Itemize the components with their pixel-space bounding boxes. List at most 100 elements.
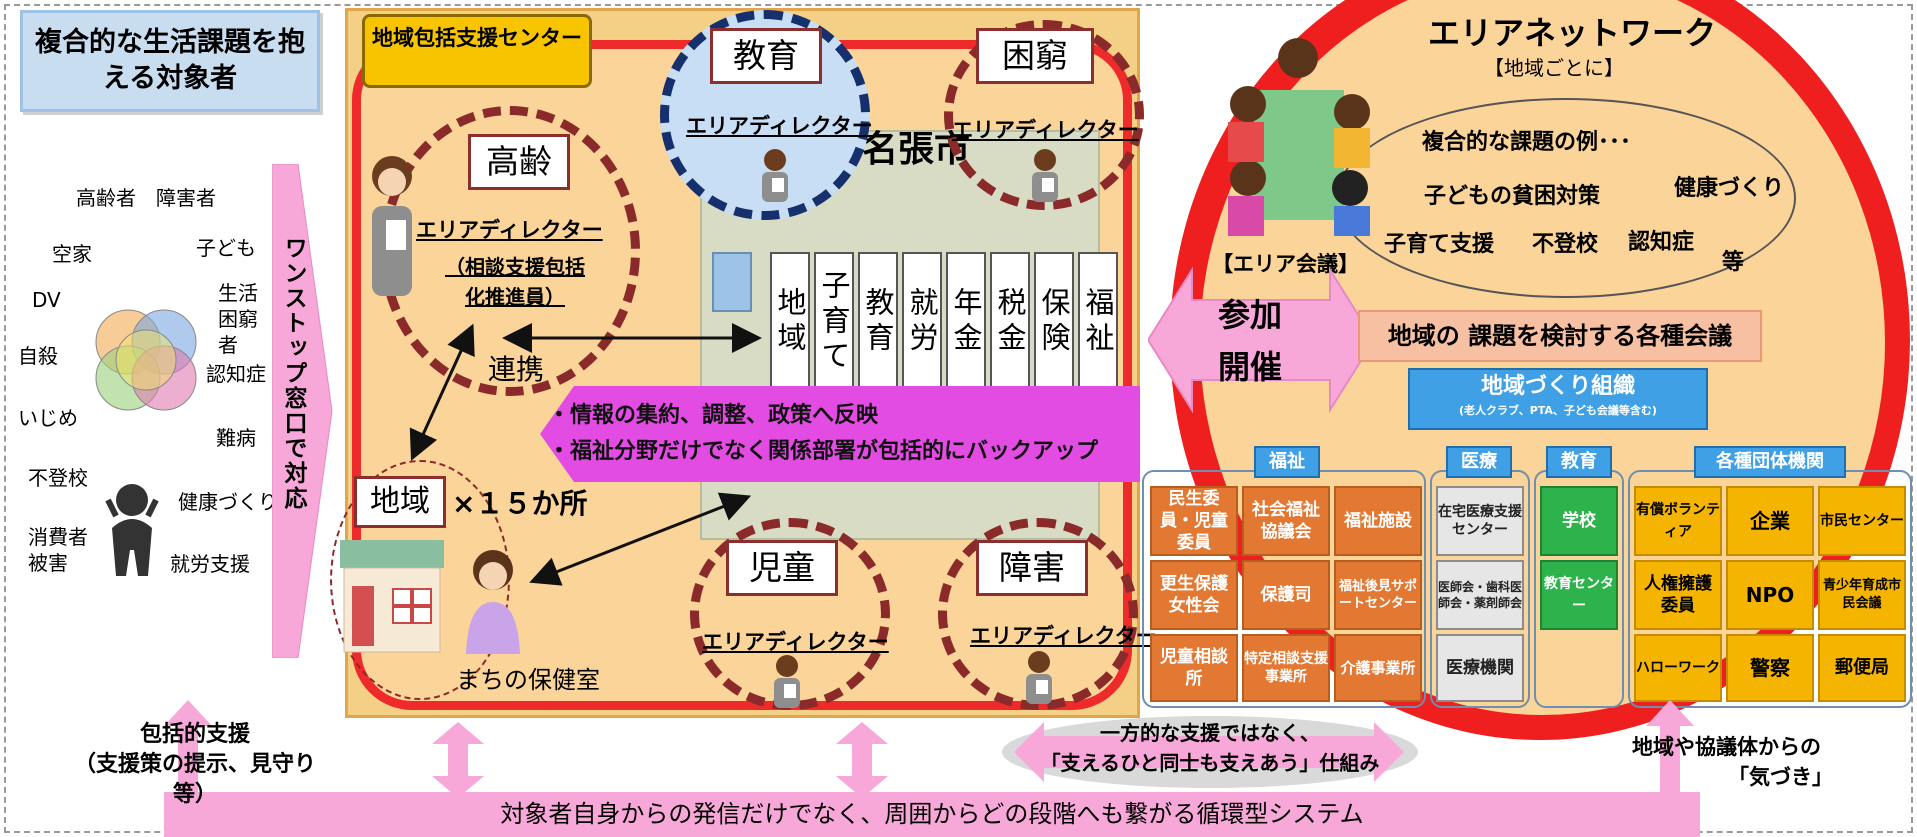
- issue-consumer: 消費者被害: [28, 525, 88, 575]
- updown-arrow-2: [836, 722, 888, 798]
- konkyu-circle: [944, 20, 1144, 210]
- org-cell-police: 警察: [1726, 634, 1814, 702]
- welfare-cell-kosei: 更生保護女性会: [1150, 560, 1238, 630]
- org-cell-hellowork: ハローワーク: [1634, 634, 1722, 702]
- info-line-2: ・福祉分野だけでなく関係部署が包括的にバックアップ: [548, 439, 1099, 464]
- category-korei: 高齢: [468, 134, 570, 190]
- org-cell-civic-center: 市民センター: [1818, 486, 1906, 556]
- org-note: (老人クラブ、PTA、子ども会議等含む): [1459, 404, 1657, 417]
- org-cell-company: 企業: [1726, 486, 1814, 556]
- dept-chiiki: 地域: [770, 252, 810, 392]
- issue-poverty: 生活困窮者: [218, 281, 258, 357]
- welfare-cell-jido: 児童相談所: [1150, 634, 1238, 702]
- issue-truancy: 不登校: [28, 466, 88, 490]
- kyoiku-area-director: エリアディレクター: [686, 114, 873, 138]
- welfare-cell-hogoshi: 保護司: [1242, 560, 1330, 630]
- health-room-label: まちの保健室: [456, 666, 600, 694]
- education-header: 教育: [1546, 446, 1612, 478]
- org-box: 地域づくり組織 (老人クラブ、PTA、子ども会議等含む): [1408, 368, 1708, 430]
- issue-vacant-house: 空家: [52, 242, 92, 266]
- example-truancy: 不登校: [1532, 232, 1599, 257]
- medical-cell-doctors: 医師会・歯科医師会・薬剤師会: [1436, 560, 1524, 630]
- onestop-arrow: [272, 164, 333, 658]
- category-shogai: 障害: [976, 540, 1088, 596]
- notice-line-1: 地域や協議体からの: [1632, 735, 1821, 759]
- org-cell-human-rights: 人権擁護委員: [1634, 560, 1722, 630]
- welfare-cell-soudan: 特定相談支援事業所: [1242, 634, 1330, 702]
- org-cell-youth: 青少年育成市民会議: [1818, 560, 1906, 630]
- dept-kosodate: 子育て: [814, 252, 854, 392]
- updown-arrow-1: [432, 722, 484, 798]
- welfare-cell-kouken: 福祉後見サポートセンター: [1334, 560, 1422, 630]
- example-dementia: 認知症: [1628, 230, 1695, 255]
- org-cell-npo: NPO: [1726, 560, 1814, 630]
- circular-system-bar: 対象者自身からの発信だけでなく、周囲からどの段階へも繋がる循環型システム: [164, 792, 1700, 837]
- example-etc: 等: [1722, 250, 1745, 275]
- connection-arrows: [409, 323, 762, 586]
- host-label: 開催: [1218, 348, 1283, 386]
- issue-bullying: いじめ: [18, 406, 78, 430]
- venn-icon: [95, 309, 197, 411]
- korei-director-note: （相談支援包括化推進員）: [445, 255, 585, 309]
- nurse-icon: [466, 550, 520, 654]
- jido-director-icon: [774, 655, 800, 708]
- category-chiiki: 地域: [354, 476, 446, 528]
- jido-area-director: エリアディレクター: [702, 630, 889, 654]
- dept-zeikin: 税金: [990, 252, 1030, 392]
- participate-label: 参加: [1218, 296, 1283, 334]
- medical-header: 医療: [1446, 446, 1512, 478]
- info-band-text: ・情報の集約、調整、政策へ反映 ・福祉分野だけでなく関係部署が包括的にバックアッ…: [548, 398, 1148, 470]
- shogai-area-director: エリアディレクター: [970, 624, 1157, 648]
- category-konkyu: 困窮: [976, 28, 1094, 84]
- kyoiku-director-icon: [762, 149, 788, 202]
- welfare-cell-facility: 福祉施設: [1334, 486, 1422, 556]
- shogai-circle: [938, 518, 1138, 710]
- welfare-cell-kaigo: 介護事業所: [1334, 634, 1422, 702]
- comprehensive-support: 包括的支援 （支援策の提示、見守り等）: [60, 720, 330, 810]
- examples-title: 複合的な課題の例･･･: [1422, 130, 1632, 155]
- org-cell-volunteer: 有償ボランティア: [1634, 486, 1722, 556]
- category-kyoiku: 教育: [710, 28, 822, 84]
- shogai-director-icon: [1026, 651, 1052, 704]
- area-network-title: エリアネットワーク: [1428, 14, 1717, 52]
- welfare-header: 福祉: [1254, 446, 1320, 478]
- konkyu-director-icon: [1032, 149, 1058, 202]
- welfare-cell-shakyo: 社会福祉協議会: [1242, 486, 1330, 556]
- issues-area: 高齢者 障害者 空家 子ども DV 生活困窮者 自殺 認知症 いじめ 難病 不登…: [10, 170, 280, 590]
- korei-area-director: エリアディレクター: [416, 218, 603, 242]
- worried-person-icon: [105, 484, 159, 576]
- up-arrow-right: [1646, 700, 1694, 794]
- target-title: 複合的な生活課題を抱える対象者: [20, 10, 320, 112]
- support-title: 包括的支援: [139, 722, 250, 747]
- dept-nenkin: 年金: [946, 252, 986, 392]
- issue-dv: DV: [32, 288, 61, 312]
- onestop-label: ワンストップ窓口で対応: [280, 236, 306, 511]
- meetings-box: 地域の 課題を検討する各種会議: [1358, 310, 1762, 362]
- dept-shuro: 就労: [902, 252, 942, 392]
- mutual-line-1: 一方的な支援ではなく、: [1100, 721, 1320, 745]
- example-health: 健康づくり: [1674, 176, 1785, 201]
- notice-text: 地域や協議体からの 「気づき」: [1618, 732, 1898, 792]
- building-window: [712, 252, 752, 312]
- support-center-label: 地域包括支援センター: [362, 14, 592, 88]
- support-note: （支援策の提示、見守り等）: [73, 752, 316, 807]
- mutual-support-arrow: [1014, 722, 1404, 782]
- participate-arrow: [1148, 266, 1374, 414]
- konkyu-area-director: エリアディレクター: [952, 118, 1139, 142]
- area-network-subtitle: 【地域ごとに】: [1484, 56, 1624, 80]
- issue-employment: 就労支援: [170, 552, 250, 576]
- issue-elderly: 高齢者: [76, 186, 136, 210]
- korei-director-icon: [372, 156, 412, 296]
- example-childcare: 子育て支援: [1384, 232, 1495, 257]
- issue-health: 健康づくり: [178, 490, 278, 514]
- notice-line-2: 「気づき」: [1728, 765, 1833, 789]
- issue-dementia: 認知症: [206, 362, 266, 386]
- mutual-line-2: 「支えるひと同士も支えあう」仕組み: [1040, 751, 1380, 775]
- education-cell-center: 教育センター: [1540, 560, 1618, 630]
- example-poverty: 子どもの貧困対策: [1424, 184, 1601, 209]
- issue-children: 子ども: [196, 236, 256, 260]
- up-arrow-left: [164, 700, 212, 794]
- education-cell-school: 学校: [1540, 486, 1618, 556]
- dept-fukushi: 福祉: [1078, 252, 1118, 392]
- medical-cell-institutions: 医療機関: [1436, 634, 1524, 702]
